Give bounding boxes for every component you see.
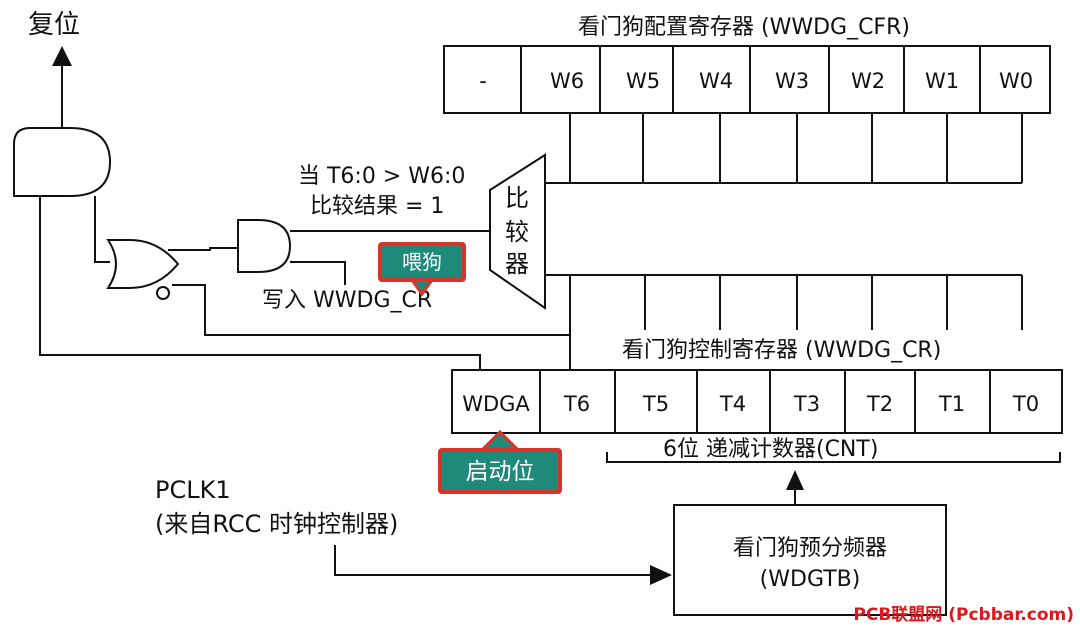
cr-cell-t1: T1 xyxy=(938,392,965,416)
or-to-and-wire xyxy=(94,196,110,263)
cfr-register: - W6 W5 W4 W3 W2 W1 W0 xyxy=(443,45,1051,114)
cr-cell-t0: T0 xyxy=(1012,392,1039,416)
cr-cell-t6: T6 xyxy=(563,392,590,416)
prescaler-label-2: (WDGTB) xyxy=(760,567,861,592)
enable-bit-label: 启动位 xyxy=(466,459,535,485)
enable-bit-badge: 启动位 xyxy=(438,429,562,494)
cfr-title: 看门狗配置寄存器 (WWDG_CFR) xyxy=(578,15,910,40)
comparator-char-3: 器 xyxy=(505,250,529,278)
prescaler-label-1: 看门狗预分频器 xyxy=(733,536,887,561)
pclk-arrowhead xyxy=(650,565,672,585)
small-and-to-or-wire xyxy=(168,247,238,251)
cfr-cell-w6: W6 xyxy=(550,69,584,93)
cfr-cell-w1: W1 xyxy=(925,69,959,93)
cr-title: 看门狗控制寄存器 (WWDG_CR) xyxy=(622,338,941,363)
or-gate xyxy=(106,239,180,289)
feed-dog-badge: 喂狗 xyxy=(378,242,466,297)
cfr-cell-reserved: - xyxy=(479,69,487,93)
comparator xyxy=(489,153,546,310)
cfr-register-box xyxy=(443,45,1051,114)
counter-bracket xyxy=(606,452,1061,463)
counter-label: 6位 递减计数器(CNT) xyxy=(663,437,878,462)
cfr-cell-w3: W3 xyxy=(775,69,809,93)
wdga-to-and-wire xyxy=(39,196,481,370)
cr-cell-t2: T2 xyxy=(866,392,893,416)
watermark: PCB联盟网 (Pcbbar.com) xyxy=(853,605,1074,625)
or-gate-bubble xyxy=(156,286,170,300)
reset-and-gate xyxy=(13,127,112,197)
enable-bit-arrow-icon xyxy=(478,429,522,452)
comparator-char-2: 较 xyxy=(505,218,529,246)
cfr-cell-w5: W5 xyxy=(626,69,660,93)
cr-register: WDGA T6 T5 T4 T3 T2 T1 T0 xyxy=(451,369,1063,434)
write-cr-label: 写入 WWDG_CR xyxy=(262,288,432,313)
cr-cell-t3: T3 xyxy=(793,392,820,416)
reset-arrowhead xyxy=(52,46,72,66)
write-cr-wire xyxy=(290,261,346,285)
cr-cell-wdga: WDGA xyxy=(462,392,530,416)
cfr-cell-w0: W0 xyxy=(999,69,1033,93)
cfr-cell-w4: W4 xyxy=(699,69,733,93)
cr-cell-t4: T4 xyxy=(719,392,746,416)
condition-line-2: 比较结果 = 1 xyxy=(310,194,444,219)
cfr-cell-w2: W2 xyxy=(851,69,885,93)
reset-label: 复位 xyxy=(28,10,80,40)
pclk-wire xyxy=(334,545,655,576)
pclk-label-2: (来自RCC 时钟控制器) xyxy=(155,510,398,538)
prescaler-box xyxy=(673,504,947,616)
cr-register-box xyxy=(451,369,1063,434)
prescaler-to-counter-arrowhead xyxy=(786,470,804,490)
feed-dog-arrow-icon xyxy=(409,278,435,297)
small-and-gate xyxy=(237,219,292,273)
condition-line-1: 当 T6:0 > W6:0 xyxy=(298,164,465,189)
comparator-char-1: 比 xyxy=(505,184,529,212)
pclk-label-1: PCLK1 xyxy=(155,476,231,504)
cfr-bus xyxy=(545,113,1023,184)
feed-dog-label: 喂狗 xyxy=(402,250,442,274)
cr-bus xyxy=(545,274,1023,370)
cr-cell-t5: T5 xyxy=(642,392,669,416)
